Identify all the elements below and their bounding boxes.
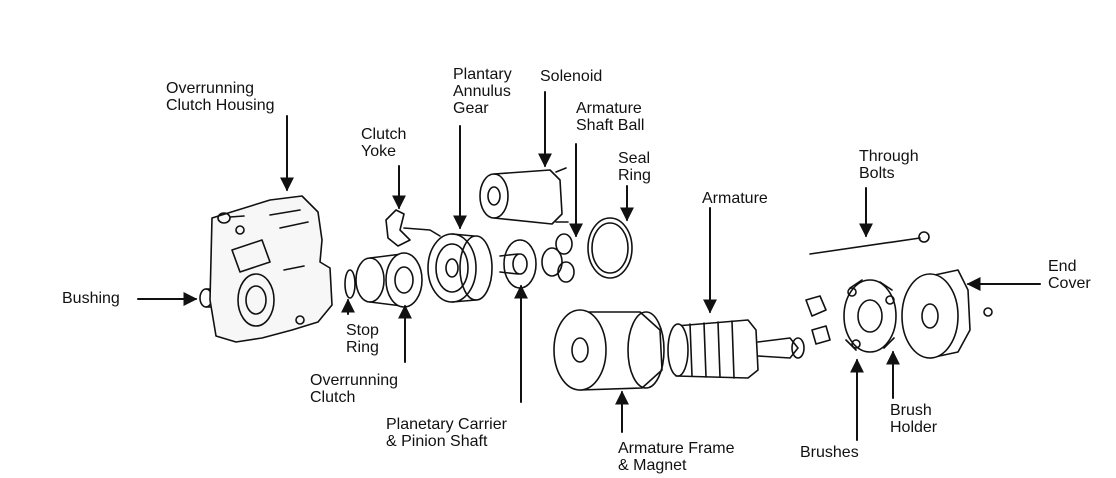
label-brushes: Brushes: [800, 444, 859, 461]
seal-ring-part: [587, 217, 633, 279]
label-line: Cover: [1048, 275, 1091, 292]
callout-arrows: [137, 91, 1041, 441]
label-line: Overrunning: [310, 372, 399, 389]
label-line: & Magnet: [618, 457, 687, 474]
label-line: Gear: [453, 100, 489, 117]
clutch-housing-part: [209, 195, 333, 343]
label-stop-ring: Stop Ring: [346, 322, 379, 356]
overrunning-clutch-part: [355, 252, 423, 308]
armature-part: [667, 319, 805, 379]
label-line: Clutch: [361, 126, 407, 143]
label-line: Solenoid: [540, 68, 603, 85]
label-line: Armature Frame: [618, 440, 735, 457]
label-line: Armature: [702, 190, 768, 207]
label-line: Bushing: [62, 290, 120, 307]
through-bolt-part: [809, 231, 930, 255]
end-cover-part: [901, 269, 993, 359]
solenoid-part: [479, 167, 569, 225]
stop-ring-part: [344, 269, 356, 299]
label-line: Overrunning: [166, 80, 255, 97]
label-line: Ring: [618, 167, 651, 184]
label-solenoid: Solenoid: [540, 68, 602, 85]
label-planetary-carrier-pinion-shaft: Planetary Carrier & Pinion Shaft: [386, 416, 507, 450]
annulus-gear-part: [427, 233, 493, 303]
label-brush-holder: Brush Holder: [890, 402, 937, 436]
label-line: Armature: [576, 100, 642, 117]
label-line: Brush: [890, 402, 932, 419]
label-line: Stop: [346, 322, 379, 339]
label-armature-shaft-ball: Armature Shaft Ball: [576, 100, 644, 134]
label-line: Planetary Carrier: [386, 416, 507, 433]
armature-frame-part: [553, 309, 665, 391]
label-line: & Pinion Shaft: [386, 433, 488, 450]
label-overrunning-clutch-housing: Overrunning Clutch Housing: [166, 80, 275, 114]
label-line: Seal: [618, 150, 651, 167]
label-line: Holder: [890, 419, 938, 436]
label-line: Plantary: [453, 66, 512, 83]
brush-holder-part: [805, 279, 897, 353]
label-clutch-yoke: Clutch Yoke: [361, 126, 406, 160]
label-line: Clutch Housing: [166, 97, 275, 114]
label-line: Yoke: [361, 143, 396, 160]
label-line: Clutch: [310, 389, 356, 406]
planetary-carrier-part: [499, 233, 575, 289]
label-overrunning-clutch: Overrunning Clutch: [310, 372, 398, 406]
label-line: Bolts: [859, 165, 895, 182]
clutch-yoke-part: [385, 209, 441, 247]
label-seal-ring: Seal Ring: [618, 150, 651, 184]
label-armature-frame-magnet: Armature Frame & Magnet: [618, 440, 734, 474]
label-through-bolts: Through Bolts: [859, 148, 919, 182]
label-bushing: Bushing: [62, 290, 120, 307]
label-planetary-annulus-gear: Plantary Annulus Gear: [453, 66, 512, 117]
label-line: Brushes: [800, 444, 859, 461]
label-line: Annulus: [453, 83, 511, 100]
label-line: Shaft Ball: [576, 117, 645, 134]
label-line: End: [1048, 258, 1077, 275]
label-line: Ring: [346, 339, 379, 356]
label-armature: Armature: [702, 190, 768, 207]
label-line: Through: [859, 148, 919, 165]
label-end-cover: End Cover: [1048, 258, 1091, 292]
